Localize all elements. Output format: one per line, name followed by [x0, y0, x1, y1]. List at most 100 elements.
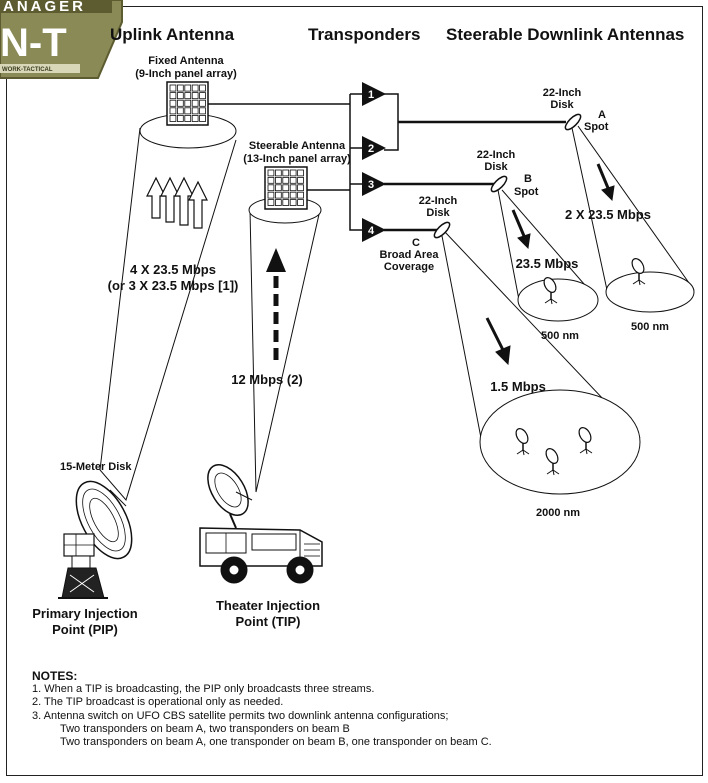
- panel-element: [282, 184, 290, 192]
- panel-element: [191, 99, 199, 107]
- panel-element: [289, 191, 297, 199]
- beam-b-cone: [497, 189, 599, 322]
- beam-b-rate: 23.5 Mbps: [516, 256, 579, 271]
- tip-label: Theater Injection: [216, 598, 320, 613]
- panel-element: [267, 199, 275, 206]
- panel-element: [191, 107, 199, 115]
- panel-element: [297, 176, 304, 184]
- transponder-1: 1: [362, 82, 386, 106]
- panel-element: [274, 169, 282, 177]
- disk-a-label: 22-Inch: [543, 87, 582, 99]
- panel-element: [169, 107, 177, 115]
- beam-c-rate: 1.5 Mbps: [490, 379, 546, 394]
- pip-uplink-rate-alt: (or 3 X 23.5 Mbps [1]): [108, 278, 239, 293]
- panel-element: [184, 107, 192, 115]
- transponders-header: Transponders: [308, 25, 420, 44]
- tip-vehicle-illustration: [199, 464, 323, 584]
- transponder-2: 2: [362, 136, 386, 160]
- note-3-config-1: Two transponders on beam A, two transpon…: [60, 722, 350, 735]
- panel-element: [267, 176, 275, 184]
- panel-element: [176, 92, 184, 100]
- transponder-3: 3: [362, 172, 386, 196]
- ground-terminal-icon: [578, 427, 593, 455]
- beam-b-size: 500 nm: [541, 330, 579, 342]
- svg-text:4: 4: [368, 225, 375, 237]
- disk-a-sublabel: Disk: [550, 99, 574, 111]
- pip-disk-label: 15-Meter Disk: [60, 461, 132, 473]
- panel-element: [169, 92, 177, 100]
- disk-b: [490, 175, 508, 193]
- panel-element: [199, 115, 206, 122]
- panel-element: [297, 169, 304, 177]
- disk-c-sublabel: Disk: [426, 207, 450, 219]
- disk-b-label: 22-Inch: [477, 149, 516, 161]
- panel-element: [289, 184, 297, 192]
- beam-b-letter: B: [524, 173, 532, 185]
- beam-c-cone: [441, 231, 641, 495]
- panel-element: [274, 184, 282, 192]
- beam-a-rate: 2 X 23.5 Mbps: [565, 207, 651, 222]
- beam-a-cone: [571, 125, 695, 313]
- notes-section: NOTES: 1. When a TIP is broadcasting, th…: [32, 669, 682, 749]
- panel-element: [274, 176, 282, 184]
- panel-element: [176, 107, 184, 115]
- panel-element: [191, 115, 199, 122]
- panel-element: [297, 191, 304, 199]
- transponder-4: 4: [362, 218, 386, 242]
- panel-element: [289, 169, 297, 177]
- panel-element: [199, 84, 206, 92]
- uplink-header: Uplink Antenna: [110, 25, 235, 44]
- ground-terminals: [515, 258, 646, 476]
- beam-a-type: Spot: [584, 121, 609, 133]
- panel-element: [199, 99, 206, 107]
- panel-element: [191, 92, 199, 100]
- panel-element: [191, 84, 199, 92]
- panel-element: [282, 199, 290, 206]
- pip-dish-illustration: [58, 480, 133, 599]
- panel-element: [184, 99, 192, 107]
- note-3-config-2: Two transponders on beam A, one transpon…: [60, 736, 492, 749]
- ground-terminal-icon: [545, 448, 560, 476]
- svg-text:1: 1: [368, 89, 374, 101]
- steerable-antenna-label: Steerable Antenna: [249, 140, 346, 152]
- panel-element: [199, 92, 206, 100]
- diagram-frame: [6, 6, 703, 776]
- panel-element: [184, 115, 192, 122]
- fixed-antenna-label: Fixed Antenna: [148, 55, 224, 67]
- panel-element: [297, 184, 304, 192]
- pip-label: Primary Injection: [32, 606, 138, 621]
- panel-element: [274, 191, 282, 199]
- ground-terminal-icon: [515, 428, 530, 456]
- disk-a: [564, 113, 582, 131]
- pip-uplink-beam: [99, 113, 237, 502]
- disk-b-sublabel: Disk: [484, 161, 508, 173]
- panel-element: [184, 92, 192, 100]
- panel-element: [282, 169, 290, 177]
- svg-text:3: 3: [368, 179, 374, 191]
- panel-element: [267, 169, 275, 177]
- svg-text:2: 2: [368, 143, 374, 155]
- pip-sublabel: Point (PIP): [52, 622, 118, 637]
- steerable-antenna-sublabel: (13-Inch panel array): [243, 153, 351, 165]
- panel-element: [184, 84, 192, 92]
- beam-c-type: Broad Area: [380, 249, 440, 261]
- disk-c-label: 22-Inch: [419, 195, 458, 207]
- logo-top-text: ANAGER: [3, 0, 86, 15]
- panel-element: [176, 84, 184, 92]
- ground-terminal-icon: [631, 258, 646, 286]
- tip-uplink-rate: 12 Mbps (2): [231, 372, 303, 387]
- tip-sublabel: Point (TIP): [236, 614, 301, 629]
- tip-dashed-arrow: [266, 248, 286, 360]
- disk-c: [433, 221, 451, 239]
- panel-element: [282, 191, 290, 199]
- beam-c-letter: C: [412, 237, 420, 249]
- logo-mid-text: N-T: [0, 21, 67, 65]
- downlink-header: Steerable Downlink Antennas: [446, 25, 684, 44]
- note-3: 3. Antenna switch on UFO CBS satellite p…: [32, 709, 449, 722]
- logo-bottom-text: WORK-TACTICAL: [2, 67, 53, 73]
- note-1: 1. When a TIP is broadcasting, the PIP o…: [32, 683, 375, 696]
- ground-terminal-icon: [543, 277, 558, 305]
- panel-element: [297, 199, 304, 206]
